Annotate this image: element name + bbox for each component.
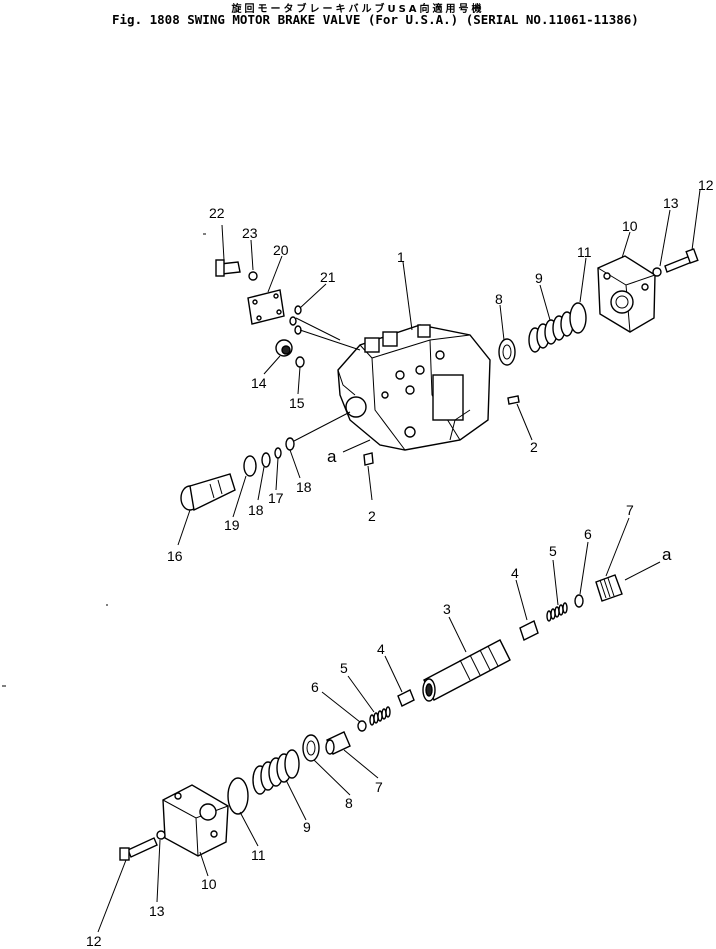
- o-ring-11-upper: [569, 302, 587, 334]
- bolt-12-upper: [664, 248, 699, 273]
- callout-3: 3: [443, 601, 451, 617]
- spool-3: [422, 639, 511, 702]
- washer-8-lower: [302, 734, 320, 762]
- bolt-12-lower: [119, 837, 158, 861]
- callout-7-right: 7: [626, 502, 634, 518]
- callout-a-upper: a: [327, 447, 337, 466]
- callout-4-left: 4: [377, 641, 385, 657]
- callout-10-lower: 10: [201, 876, 217, 892]
- o-ring-6-left: [357, 720, 367, 732]
- callout-4-right: 4: [511, 565, 519, 581]
- callout-12-upper: 12: [698, 177, 714, 193]
- figure-title: Fig. 1808 SWING MOTOR BRAKE VALVE (For U…: [112, 12, 639, 27]
- callout-18-left: 18: [248, 502, 264, 518]
- callout-22: 22: [209, 205, 225, 221]
- plug-2-right: [507, 395, 520, 405]
- plate-20: [247, 289, 285, 325]
- callout-15: 15: [289, 395, 305, 411]
- callout-10-upper: 10: [622, 218, 638, 234]
- callout-13-lower: 13: [149, 903, 165, 919]
- callout-6-right: 6: [584, 526, 592, 542]
- callout-8-upper: 8: [495, 291, 503, 307]
- callout-19: 19: [224, 517, 240, 533]
- washer-13-upper: [652, 267, 662, 277]
- callout-20: 20: [273, 242, 289, 258]
- callout-2-lower: 2: [368, 508, 376, 524]
- callout-11-lower: 11: [251, 847, 266, 863]
- leader-lines: [97, 189, 701, 933]
- poppet-4-left: [397, 689, 415, 707]
- valve-body: [337, 324, 491, 451]
- callout-2-right: 2: [530, 439, 538, 455]
- callout-6-left: 6: [311, 679, 319, 695]
- callout-11-upper: 11: [577, 244, 592, 260]
- spring-5-left: [369, 706, 391, 726]
- callout-23: 23: [242, 225, 258, 241]
- title-japanese: 旋回モータブレーキバルブUSA向適用号機: [231, 4, 485, 15]
- callout-12-lower: 12: [86, 933, 102, 949]
- cover-upper: [597, 255, 656, 333]
- reference-line-a-upper: [342, 439, 371, 453]
- plug-7-left: [325, 731, 351, 755]
- o-ring-15: [295, 356, 305, 368]
- callout-16: 16: [167, 548, 183, 564]
- callout-5-left: 5: [340, 660, 348, 676]
- spring-9-lower: [252, 749, 300, 795]
- plug-14: [275, 339, 293, 357]
- callout-18-right: 18: [296, 479, 312, 495]
- o-ring-19: [243, 455, 257, 477]
- plug-7-right: [595, 574, 623, 602]
- callout-9-upper: 9: [535, 270, 543, 286]
- spring-5-right: [546, 602, 568, 622]
- washer-13-lower: [156, 830, 166, 840]
- o-ring-23: [248, 271, 258, 281]
- callout-17: 17: [268, 490, 284, 506]
- ring-17: [274, 447, 282, 459]
- callout-8-lower: 8: [345, 795, 353, 811]
- washer-8-upper: [498, 338, 516, 366]
- poppet-4-right: [519, 620, 539, 641]
- ring-18b: [285, 437, 295, 451]
- o-ring-11-lower: [227, 777, 249, 815]
- callout-9-lower: 9: [303, 819, 311, 835]
- callout-21: 21: [320, 269, 336, 285]
- callout-14: 14: [251, 375, 267, 391]
- plug-16: [180, 473, 236, 512]
- callout-labels: 1 2 2 8 9 11 10 13 12 22 23 20 21 14 15 …: [86, 177, 714, 949]
- callout-7-left: 7: [375, 779, 383, 795]
- callout-13-upper: 13: [663, 195, 679, 211]
- plug-22: [215, 259, 241, 277]
- callout-5-right: 5: [549, 543, 557, 559]
- o-ring-6-right: [574, 594, 584, 608]
- callout-1: 1: [397, 249, 405, 265]
- spring-upper: [528, 311, 574, 353]
- cover-lower: [162, 784, 229, 857]
- callout-a-lower: a: [662, 545, 672, 564]
- plug-2-lower: [363, 452, 374, 466]
- ring-18a: [261, 452, 271, 468]
